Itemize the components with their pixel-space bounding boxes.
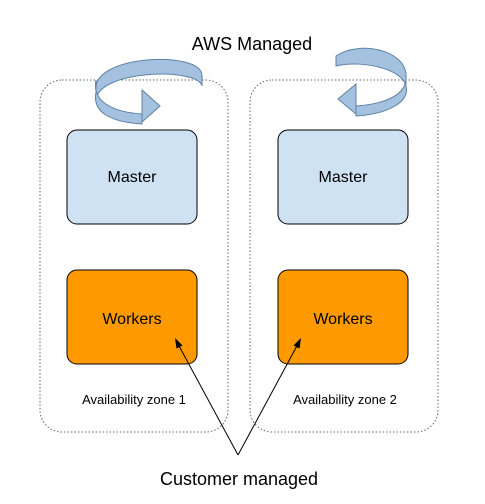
- aws-managed-label: AWS Managed: [192, 34, 312, 54]
- availability-zone-1-container: [39, 79, 229, 433]
- workers-box-zone-1: [66, 269, 198, 365]
- customer-managed-label: Customer managed: [160, 469, 318, 489]
- workers-label-zone-1: Workers: [102, 311, 161, 328]
- master-box-zone-1: [66, 129, 198, 225]
- master-box-zone-2: [277, 129, 409, 225]
- master-label-zone-1: Master: [108, 169, 158, 186]
- availability-zone-1-label: Availability zone 1: [82, 392, 186, 407]
- availability-zone-2-container: [249, 79, 439, 433]
- workers-box-zone-2: [277, 269, 409, 365]
- pointer-arrow-to-workers-zone-2: [237, 338, 301, 456]
- pointer-arrow-to-workers-zone-1: [175, 338, 239, 456]
- workers-label-zone-2: Workers: [313, 311, 372, 328]
- rotate-arrow-icon-right: [335, 47, 407, 117]
- availability-zone-2-label: Availability zone 2: [293, 392, 397, 407]
- master-label-zone-2: Master: [319, 169, 369, 186]
- rotate-arrow-icon-left: [94, 58, 203, 125]
